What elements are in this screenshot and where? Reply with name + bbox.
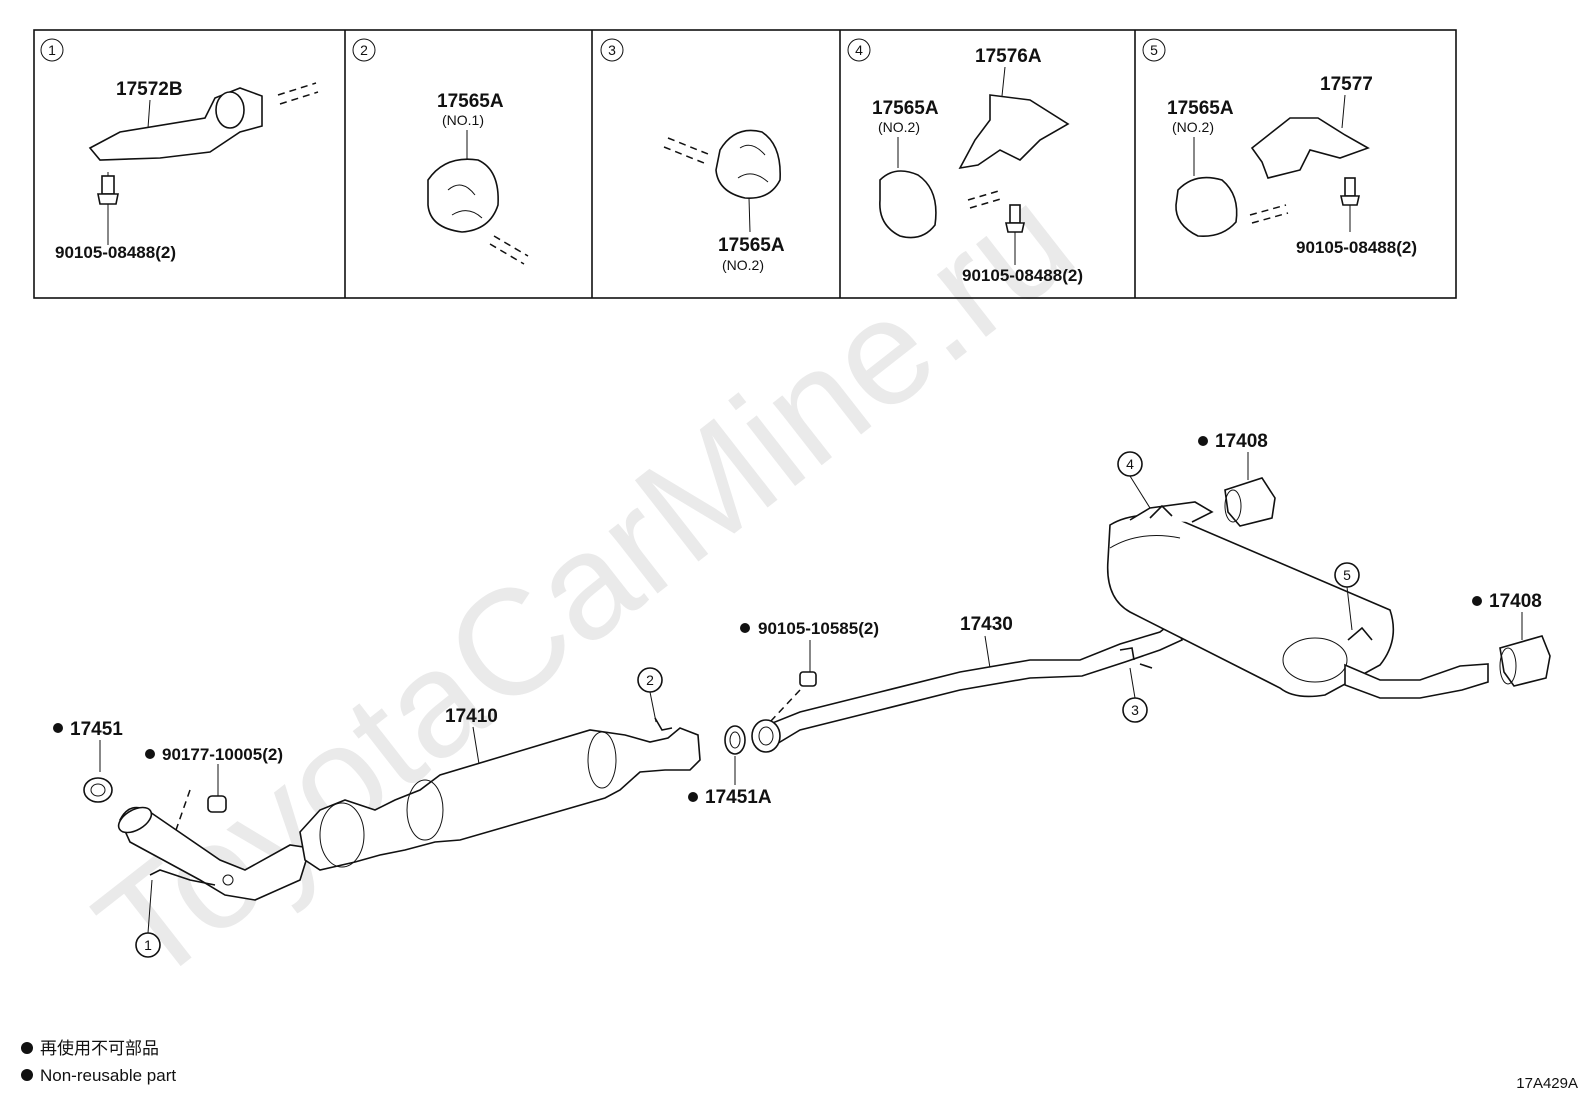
callout-3: 3 (1122, 667, 1148, 723)
part-sublabel-no2: (NO.2) (1172, 119, 1214, 135)
part-label-17576a: 17576A (975, 46, 1042, 67)
part-sublabel-no2: (NO.2) (722, 257, 764, 273)
bolt-icon (799, 671, 817, 687)
rubber-hanger-no2 (1175, 176, 1238, 238)
muffler-section (1106, 501, 1489, 699)
callout-number: 3 (1131, 702, 1139, 718)
converter-section: 17410 (299, 706, 701, 871)
catalytic-converter-17410 (299, 727, 701, 871)
part-label-90105-08488: 90105-08488(2) (1296, 238, 1417, 257)
bracket-17577 (1250, 117, 1370, 179)
front-pipe-section: 17451 90177-10005(2) (53, 719, 312, 901)
part-sublabel-no1: (NO.1) (442, 112, 484, 128)
rubber-hanger-no2 (879, 170, 937, 239)
center-exhaust-pipe-17430 (758, 618, 1183, 747)
muffler-tail-pipe (1344, 663, 1489, 699)
muffler-inlet-pipe (1129, 501, 1214, 523)
panel-frame (33, 29, 1457, 299)
bracket-17576a (958, 94, 1070, 170)
callout-2: 2 (637, 667, 663, 723)
part-label-17577: 17577 (1320, 74, 1373, 95)
exhaust-assembly: 17451 90177-10005(2) 17410 (53, 431, 1551, 958)
non-reusable-marker (21, 1042, 33, 1054)
part-label-17565a: 17565A (1167, 98, 1234, 119)
callout-5: 5 (1334, 562, 1360, 631)
bolt-90105-10585-section: 90105-10585(2) (740, 619, 879, 723)
tailpipe-tip-17408 (1224, 477, 1276, 527)
panel-number-badge (352, 38, 376, 62)
panel-2: 2 17565A (NO.1) (352, 38, 529, 265)
part-label-17408: 17408 (1489, 591, 1542, 612)
tailpipe-tip-17408 (1499, 635, 1551, 687)
gasket-17451a (724, 725, 746, 755)
panel-number: 1 (48, 42, 56, 58)
bolt-icon (1009, 204, 1021, 224)
legend-text-en: Non-reusable part (40, 1066, 176, 1085)
callout-1: 1 (135, 879, 161, 958)
panel-5: 5 17577 17565A (NO.2) 90105-08488(2) (1142, 38, 1417, 257)
rubber-hanger-no1 (427, 158, 499, 233)
part-label-90105-08488: 90105-08488(2) (962, 266, 1083, 285)
nut-icon (207, 795, 227, 813)
diagram-code: 17A429A (1516, 1075, 1578, 1092)
part-label-17565a: 17565A (718, 235, 785, 256)
tailpipe-tip-top: 17408 (1198, 431, 1276, 527)
bolt-icon (1344, 177, 1356, 197)
non-reusable-marker (740, 623, 750, 633)
panel-number: 2 (360, 42, 368, 58)
panel-number: 4 (855, 42, 863, 58)
panel-3: 3 17565A (NO.2) (600, 38, 785, 273)
legend-text-jp: 再使用不可部品 (40, 1038, 159, 1058)
panel-1: 1 17572B 90105-08488(2) (40, 38, 319, 262)
part-label-17430: 17430 (960, 614, 1013, 635)
non-reusable-marker (1198, 436, 1208, 446)
legend: 再使用不可部品 Non-reusable part (21, 1038, 176, 1085)
detail-panels: 1 17572B 90105-08488(2) 2 17565A (NO.1) (33, 29, 1457, 299)
tailpipe-tip-right: 17408 (1472, 591, 1551, 687)
non-reusable-marker (688, 792, 698, 802)
callout-number: 1 (144, 937, 152, 953)
part-label-17572b: 17572B (116, 79, 183, 100)
panel-number: 5 (1150, 42, 1158, 58)
callout-4: 4 (1117, 451, 1151, 509)
callout-number: 5 (1343, 567, 1351, 583)
non-reusable-marker (21, 1069, 33, 1081)
panel-number-badge (600, 38, 624, 62)
rubber-hanger-no2 (715, 129, 781, 199)
part-label-90105-10585: 90105-10585(2) (758, 619, 879, 638)
callout-number: 2 (646, 672, 654, 688)
callout-number: 4 (1126, 456, 1134, 472)
non-reusable-marker (53, 723, 63, 733)
panel-number-badge (1142, 38, 1166, 62)
bolt-icon (101, 175, 115, 195)
panel-4: 4 17576A 17565A (NO.2) 90105-08488(2) (847, 38, 1083, 285)
part-label-17410: 17410 (445, 706, 498, 727)
non-reusable-marker (145, 749, 155, 759)
panel-number-badge (40, 38, 64, 62)
part-label-17451: 17451 (70, 719, 123, 740)
part-label-17565a: 17565A (872, 98, 939, 119)
center-pipe-section: 17430 (751, 614, 1183, 753)
part-label-17451a: 17451A (705, 787, 772, 808)
gasket-17451a-section: 17451A (688, 725, 772, 808)
panel-number: 3 (608, 42, 616, 58)
non-reusable-marker (1472, 596, 1482, 606)
gasket-17451 (83, 777, 113, 803)
part-label-90105-08488: 90105-08488(2) (55, 243, 176, 262)
part-label-17565a: 17565A (437, 91, 504, 112)
part-sublabel-no2: (NO.2) (878, 119, 920, 135)
panel-number-badge (847, 38, 871, 62)
part-label-90177-10005: 90177-10005(2) (162, 745, 283, 764)
part-label-17408: 17408 (1215, 431, 1268, 452)
